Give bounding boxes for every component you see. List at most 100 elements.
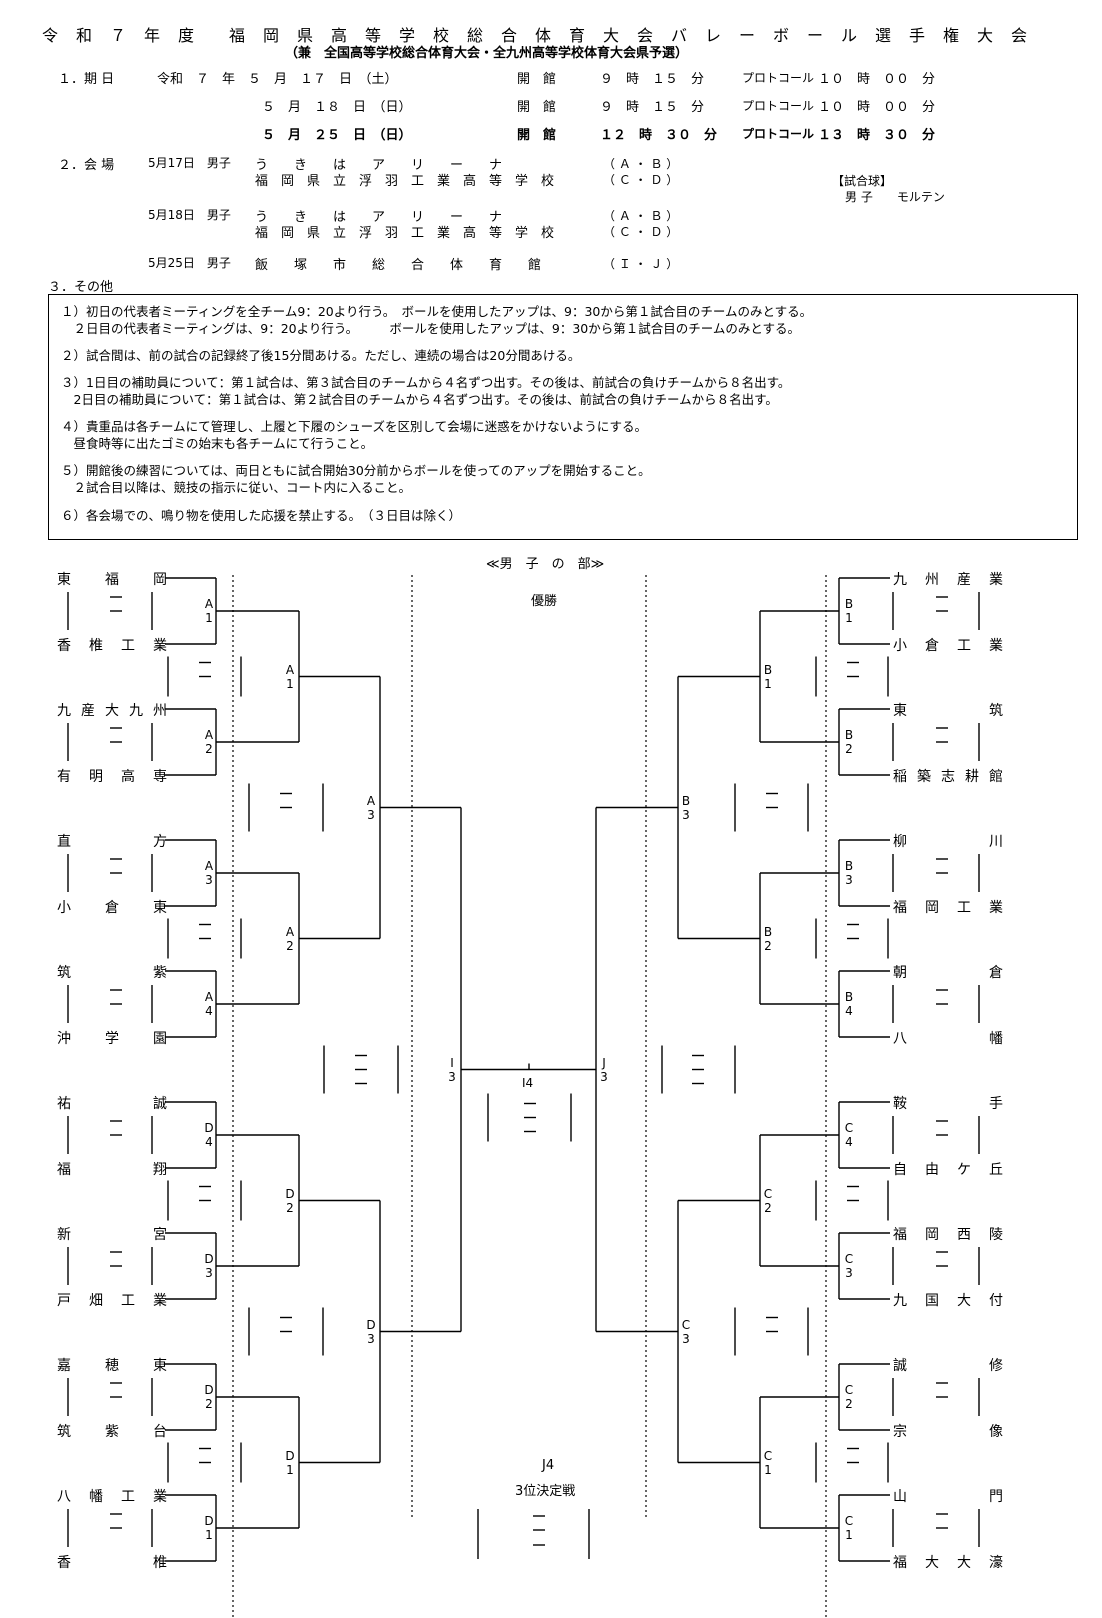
venue-courts: （ Ｃ ・ Ｄ ） — [603, 225, 679, 239]
protocol-time: １３ 時 ３０ 分 — [818, 128, 936, 143]
protocol-label: プロトコール — [742, 127, 815, 141]
team-name: 沖学園 — [57, 1031, 167, 1047]
note-line: ２試合目以降は、競技の指示に従い、コート内に入ること。 — [61, 480, 412, 495]
champion-label: 優勝 — [531, 594, 558, 609]
team-name: 筑紫台 — [57, 1424, 167, 1440]
team-name: 福大大濠 — [893, 1555, 1003, 1571]
team-name: 福岡西陵 — [893, 1227, 1003, 1243]
team-name: 祐誠 — [57, 1096, 167, 1112]
venue-label: ２．会 場 — [58, 158, 115, 173]
venue-day: 5月18日 男子 — [148, 208, 231, 222]
schedule-date: 令和 ７ 年 ５ 月 １７ 日 （土） — [157, 72, 398, 87]
notes-box: １）初日の代表者ミーティングを全チーム9：20より行う。 ボールを使用したアップ… — [48, 294, 1078, 540]
ball-value: 男 子 モルテン — [845, 190, 945, 204]
other-label: ３．その他 — [48, 280, 114, 295]
team-name: 東筑 — [893, 703, 1003, 719]
team-name: 福岡工業 — [893, 900, 1003, 916]
ball-label: 【試合球】 — [832, 174, 893, 188]
team-name: 小倉東 — [57, 900, 167, 916]
team-name: 誠修 — [893, 1358, 1003, 1374]
open-label: 開 館 — [517, 100, 557, 115]
venue-name: う き は ア リ ー ナ — [255, 210, 503, 225]
page-subtitle: （兼 全国高等学校総合体育大会・全九州高等学校体育大会県予選） — [285, 46, 689, 61]
team-name: 香椎工業 — [57, 638, 167, 654]
team-name: 八幡工業 — [57, 1489, 167, 1505]
open-label: 開 館 — [517, 72, 557, 87]
venue-courts: （ Ｉ ・ Ｊ ） — [603, 257, 679, 271]
protocol-time: １０ 時 ００ 分 — [818, 100, 936, 115]
venue-courts: （ Ｃ ・ Ｄ ） — [603, 173, 679, 187]
team-name: 戸畑工業 — [57, 1293, 167, 1309]
team-name: 有明高専 — [57, 769, 167, 785]
note-line: ６）各会場での、鳴り物を使用した応援を禁止する。 （３日目は除く） — [61, 508, 462, 523]
open-time: １２ 時 ３０ 分 — [600, 128, 718, 143]
team-name: 自由ケ丘 — [893, 1162, 1003, 1178]
schedule-date: ５ 月 １８ 日 （日） — [262, 100, 412, 115]
protocol-label: プロトコール — [742, 71, 815, 85]
venue-name: 福 岡 県 立 浮 羽 工 業 高 等 学 校 — [255, 174, 555, 189]
open-time: ９ 時 １５ 分 — [600, 72, 705, 87]
team-name: 柳川 — [893, 834, 1003, 850]
venue-name: 福 岡 県 立 浮 羽 工 業 高 等 学 校 — [255, 226, 555, 241]
team-name: 鞍手 — [893, 1096, 1003, 1112]
note-line: ３）1日目の補助員について：第１試合は、第３試合目のチームから４名ずつ出す。その… — [61, 375, 791, 390]
venue-day: 5月25日 男子 — [148, 256, 231, 270]
open-time: ９ 時 １５ 分 — [600, 100, 705, 115]
venue-courts: （ Ａ ・ Ｂ ） — [603, 157, 679, 171]
third-place-label: 3位決定戦 — [515, 1484, 576, 1499]
team-name: 八幡 — [893, 1031, 1003, 1047]
team-name: 小倉工業 — [893, 638, 1003, 654]
venue-name: 飯 塚 市 総 合 体 育 館 — [255, 258, 542, 273]
team-name: 宗像 — [893, 1424, 1003, 1440]
team-name: 福翔 — [57, 1162, 167, 1178]
team-name: 九州産業 — [893, 572, 1003, 588]
team-name: 稲築志耕館 — [893, 769, 1003, 785]
schedule-date: ５ 月 ２５ 日 （日） — [262, 128, 412, 143]
final-match-label: I4 — [522, 1075, 534, 1090]
note-line: 2日目の補助員について：第１試合は、第２試合目のチームから４名ずつ出す。その後は… — [61, 392, 778, 407]
third-place-code: J4 — [542, 1458, 555, 1473]
note-line: ２）試合間は、前の試合の記録終了後15分間あける。ただし、連続の場合は20分間あ… — [61, 348, 581, 363]
team-name: 新宮 — [57, 1227, 167, 1243]
bracket-section-title: ≪男 子 の 部≫ — [486, 557, 605, 572]
team-name: 山門 — [893, 1489, 1003, 1505]
team-name: 香椎 — [57, 1555, 167, 1571]
page-title: 令 和 ７ 年 度 福 岡 県 高 等 学 校 総 合 体 育 大 会 バ レ … — [42, 26, 1029, 45]
protocol-label: プロトコール — [742, 99, 815, 113]
venue-day: 5月17日 男子 — [148, 156, 231, 170]
venue-name: う き は ア リ ー ナ — [255, 158, 503, 173]
team-name: 東福岡 — [57, 572, 167, 588]
team-name: 九国大付 — [893, 1293, 1003, 1309]
note-line: ４）貴重品は各チームにて管理し、上履と下履のシューズを区別して会場に迷惑をかけな… — [61, 419, 648, 434]
schedule-label: １．期 日 — [58, 72, 115, 87]
